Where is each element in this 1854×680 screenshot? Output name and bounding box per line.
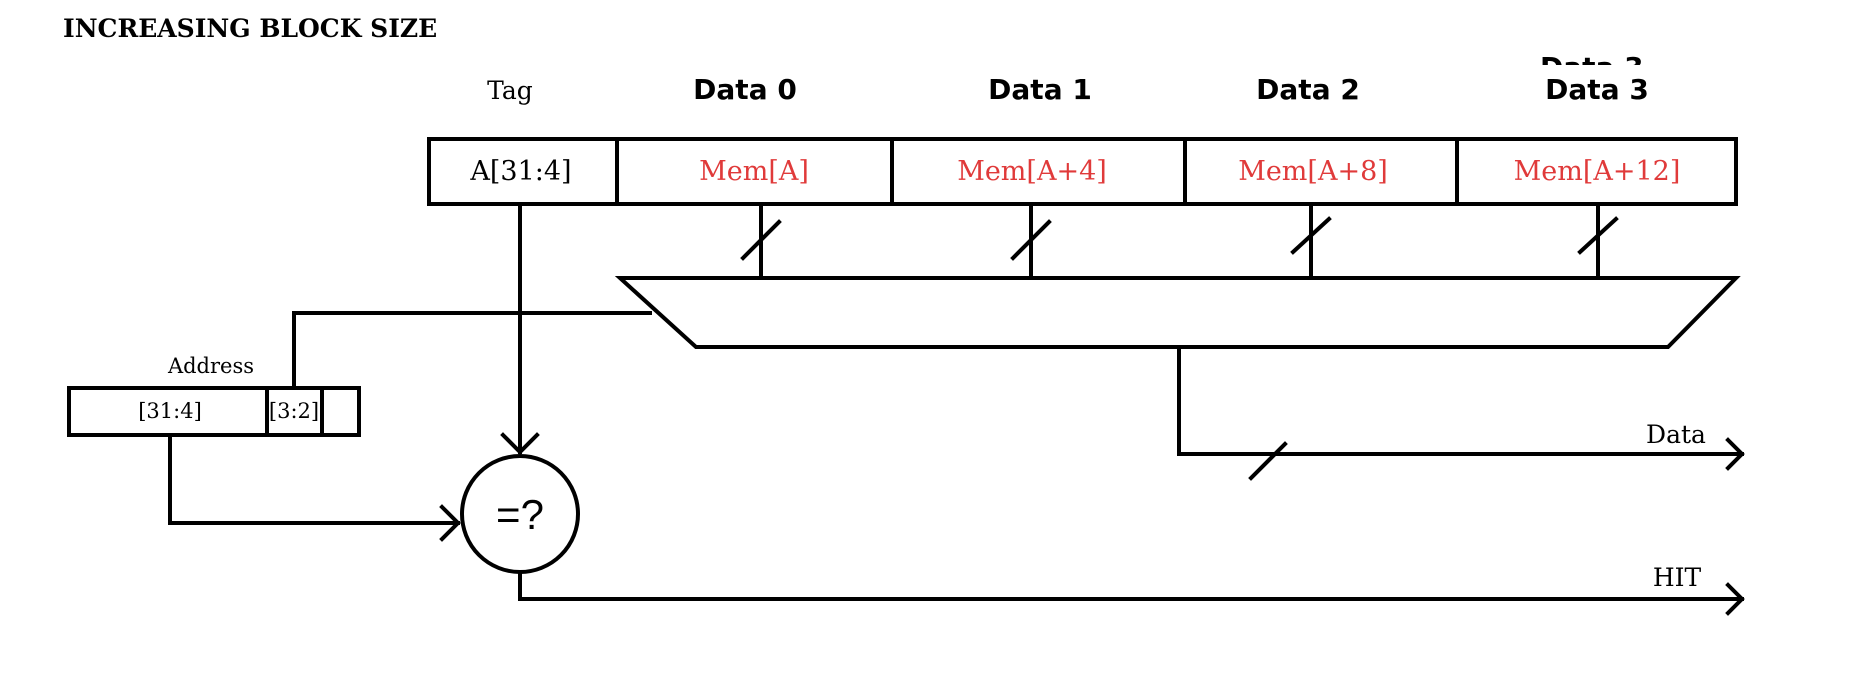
bus-slash [740, 219, 782, 261]
data-cell-0: Mem[A] [699, 156, 809, 187]
tag-header: Tag [487, 76, 533, 105]
data3-header: Data 3 [1545, 73, 1649, 106]
data-cell-2: Mem[A+8] [1238, 156, 1388, 187]
tag-cell: A[31:4] [469, 156, 571, 187]
ghost-header-clip: Data 3 [1540, 51, 1644, 84]
comparator-label: =? [496, 491, 544, 538]
data-output-wire [1177, 345, 1744, 456]
word-wires [740, 202, 1619, 280]
cache-line-row: A[31:4] Mem[A] Mem[A+4] Mem[A+8] Mem[A+1… [427, 137, 1738, 206]
offset-select-wire [292, 311, 652, 390]
hit-output-label: HIT [1653, 563, 1702, 592]
data-output-arrow [1725, 437, 1745, 471]
data-cell-3: Mem[A+12] [1514, 156, 1681, 187]
bus-slash [1577, 216, 1619, 255]
hit-output-wire [518, 570, 1744, 601]
hit-output-arrow [1725, 582, 1745, 616]
address-tag-wire [168, 433, 460, 525]
ghost-header-data3: Data 3 [1540, 51, 1644, 84]
data2-header: Data 2 [1256, 73, 1360, 106]
address-outline [67, 386, 361, 437]
bus-slash [1010, 219, 1052, 261]
bus-slash [1290, 216, 1332, 255]
diagram-title: INCREASING BLOCK SIZE [63, 14, 437, 43]
address-upper-field: [31:4] [138, 399, 202, 423]
data-output-label: Data [1646, 420, 1706, 449]
address-tag-arrow [439, 504, 461, 542]
data0-header: Data 0 [693, 73, 797, 106]
address-offset-field: [3:2] [269, 399, 319, 423]
address-label: Address [167, 354, 254, 378]
bus-slash [1248, 441, 1288, 481]
data-cell-1: Mem[A+4] [957, 156, 1107, 187]
cache-line-outline [427, 137, 1738, 206]
multiplexer [614, 276, 1741, 349]
tag-wire-arrow [500, 432, 540, 455]
address-register: Address [31:4] [3:2] [67, 354, 361, 437]
data1-header: Data 1 [988, 73, 1092, 106]
